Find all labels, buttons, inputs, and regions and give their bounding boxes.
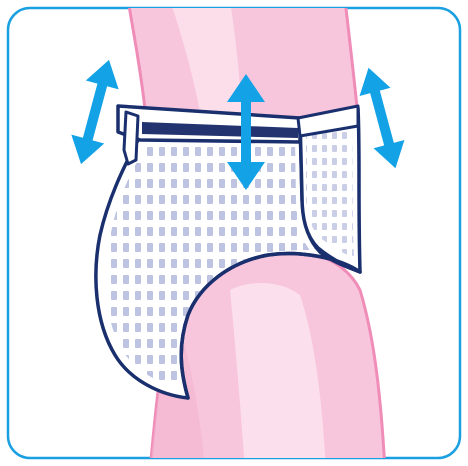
waistband-tab (124, 112, 138, 164)
